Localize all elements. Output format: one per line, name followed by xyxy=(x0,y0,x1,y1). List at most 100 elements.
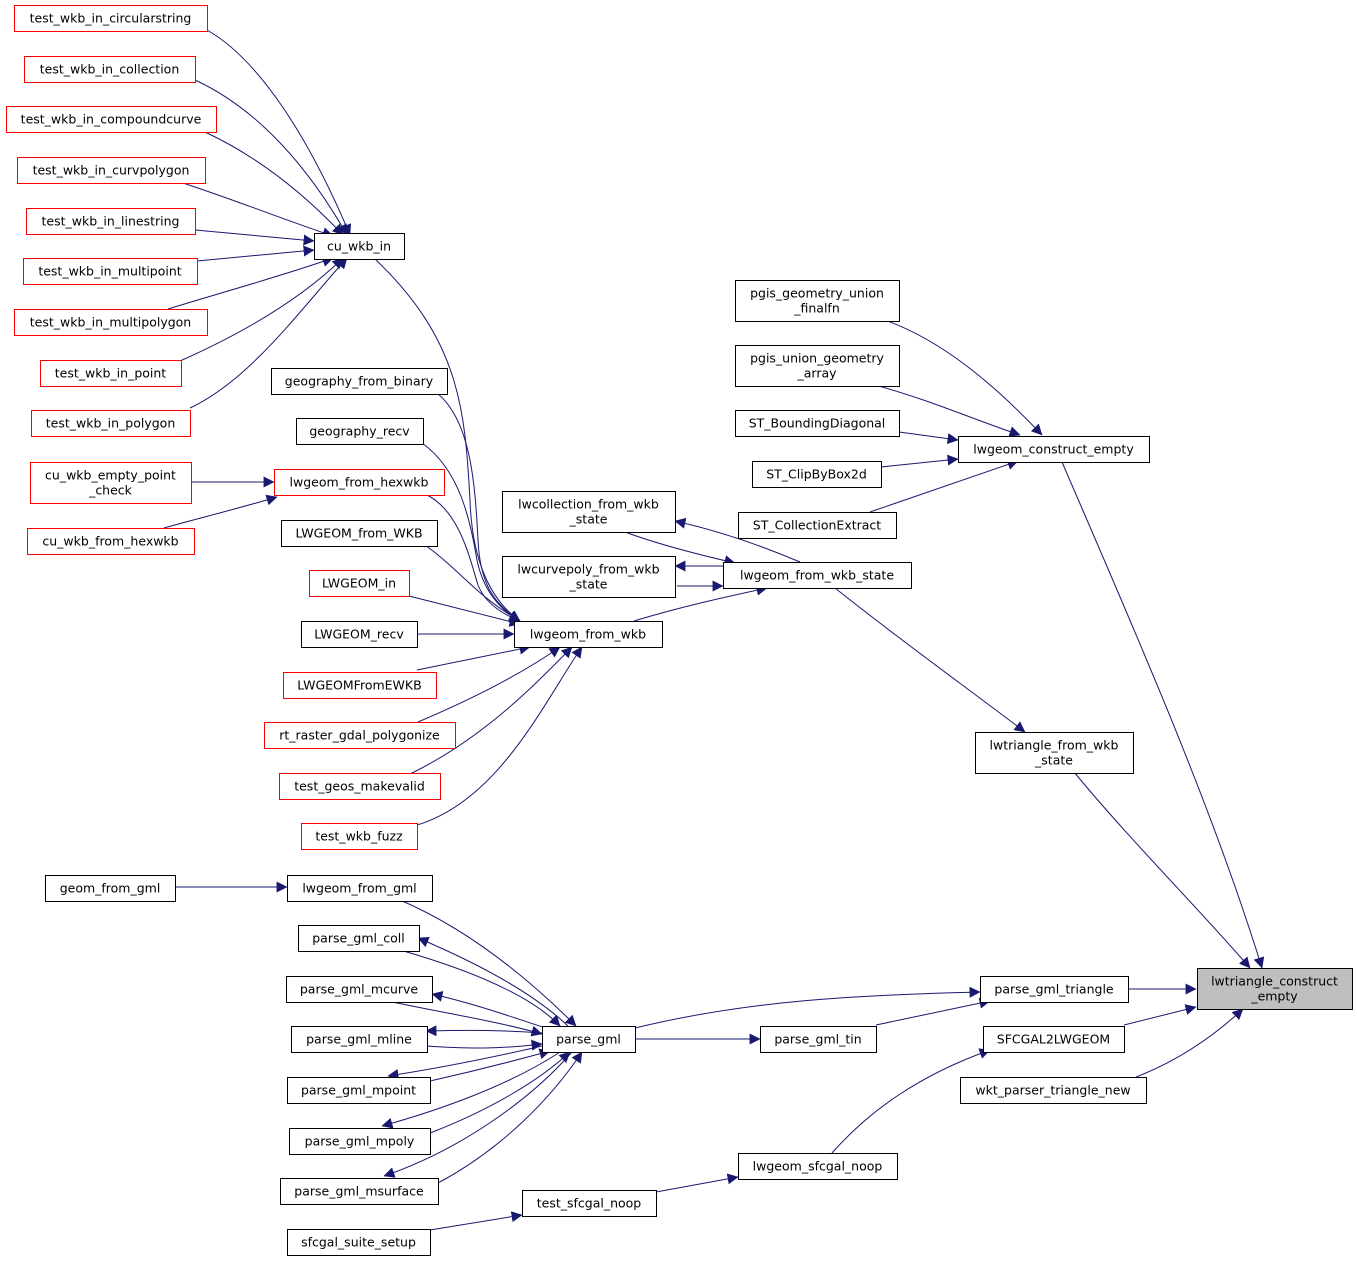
node-wkt-parser-triangle-new[interactable]: wkt_parser_triangle_new xyxy=(960,1077,1147,1104)
node-box xyxy=(522,1190,657,1217)
function-nodes: lwtriangle_construct_empty lwgeom_constru… xyxy=(6,5,1353,1256)
node-test-wkb-in-linestring[interactable]: test_wkb_in_linestring xyxy=(26,208,196,235)
node-label: geography_recv xyxy=(309,424,410,439)
node-pgis-union-geometry-array[interactable]: pgis_union_geometry_array xyxy=(735,345,900,387)
edge-test_wkb_in_polygon xyxy=(189,257,348,409)
node-parse-gml-mpoly[interactable]: parse_gml_mpoly xyxy=(289,1128,431,1155)
node-test-geos-makevalid[interactable]: test_geos_makevalid xyxy=(279,773,441,800)
node-label: lwcollection_from_wkb xyxy=(518,497,659,512)
edge-parse_gml_mline-to-parse_gml xyxy=(425,1039,543,1051)
node-label: lwgeom_from_hexwkb xyxy=(290,475,429,490)
node-lwtriangle-from-wkb-state[interactable]: lwtriangle_from_wkb_state xyxy=(975,732,1134,774)
node-LWGEOM-from-WKB[interactable]: LWGEOM_from_WKB xyxy=(281,520,438,547)
node-lwcollection-from-wkb-state[interactable]: lwcollection_from_wkb_state xyxy=(502,491,676,533)
node-SFCGAL2LWGEOM[interactable]: SFCGAL2LWGEOM xyxy=(983,1026,1125,1053)
node-box xyxy=(287,1229,431,1256)
node-test-wkb-fuzz[interactable]: test_wkb_fuzz xyxy=(301,823,418,850)
edge-ST_ClipByBox2d xyxy=(880,454,959,468)
node-test-wkb-in-point[interactable]: test_wkb_in_point xyxy=(40,360,182,387)
node-lwgeom-from-gml[interactable]: lwgeom_from_gml xyxy=(287,875,433,902)
node-cu-wkb-empty-point-check[interactable]: cu_wkb_empty_point_check xyxy=(30,462,192,504)
node-label: test_wkb_fuzz xyxy=(315,829,403,844)
node-label: ST_BoundingDiagonal xyxy=(749,416,886,431)
node-parse-gml-mcurve[interactable]: parse_gml_mcurve xyxy=(286,976,433,1003)
node-cu-wkb-from-hexwkb[interactable]: cu_wkb_from_hexwkb xyxy=(27,528,195,555)
node-lwgeom-from-wkb[interactable]: lwgeom_from_wkb xyxy=(514,621,663,648)
node-ST-CollectionExtract[interactable]: ST_CollectionExtract xyxy=(738,512,897,539)
edge-lwtriangle_from_wkb_state-to-target xyxy=(1073,771,1251,969)
edge-LWGEOM_in xyxy=(408,595,521,627)
node-test-wkb-in-polygon[interactable]: test_wkb_in_polygon xyxy=(31,410,191,437)
edge-parse_gml_mpoint-to-parse_gml xyxy=(429,1048,551,1082)
node-lwcurvepoly-from-wkb-state[interactable]: lwcurvepoly_from_wkb_state xyxy=(502,556,676,598)
node-parse-gml-msurface[interactable]: parse_gml_msurface xyxy=(280,1178,439,1205)
node-label: LWGEOM_recv xyxy=(314,627,404,642)
node-parse-gml[interactable]: parse_gml xyxy=(542,1026,636,1053)
node-label: test_geos_makevalid xyxy=(294,779,425,794)
node-pgis-geometry-union-finalfn[interactable]: pgis_geometry_union_finalfn xyxy=(735,280,900,322)
edge-test_wkb_in_curvpolygon xyxy=(179,181,334,238)
node-label: test_wkb_in_point xyxy=(55,366,167,381)
node-parse-gml-mpoint[interactable]: parse_gml_mpoint xyxy=(287,1077,431,1104)
node-box xyxy=(314,233,405,260)
node-test-sfcgal-noop[interactable]: test_sfcgal_noop xyxy=(522,1190,657,1217)
node-test-wkb-in-compoundcurve[interactable]: test_wkb_in_compoundcurve xyxy=(6,106,217,133)
node-box xyxy=(723,562,912,589)
node-parse-gml-triangle[interactable]: parse_gml_triangle xyxy=(980,976,1129,1003)
node-lwgeom-from-wkb-state[interactable]: lwgeom_from_wkb_state xyxy=(723,562,912,589)
node-parse-gml-mline[interactable]: parse_gml_mline xyxy=(291,1026,428,1053)
node-geography-from-binary[interactable]: geography_from_binary xyxy=(271,368,448,395)
node-ST-ClipByBox2d[interactable]: ST_ClipByBox2d xyxy=(752,461,882,488)
node-label: _check xyxy=(88,483,133,498)
node-sfcgal-suite-setup[interactable]: sfcgal_suite_setup xyxy=(287,1229,431,1256)
edge-test_wkb_in_multipoint xyxy=(196,245,315,262)
node-box xyxy=(287,1077,431,1104)
node-test-wkb-in-multipolygon[interactable]: test_wkb_in_multipolygon xyxy=(14,309,208,336)
node-LWGEOM-recv[interactable]: LWGEOM_recv xyxy=(301,621,418,648)
node-test-wkb-in-circularstring[interactable]: test_wkb_in_circularstring xyxy=(14,5,208,32)
node-label: parse_gml_coll xyxy=(312,931,405,946)
node-label: lwgeom_construct_empty xyxy=(973,442,1134,457)
node-geom-from-gml[interactable]: geom_from_gml xyxy=(45,875,176,902)
edge-test_wkb_in_linestring xyxy=(194,229,315,246)
edge-SFCGAL2LWGEOM-to-target xyxy=(1123,1004,1197,1026)
edge-geography_from_binary xyxy=(436,392,521,622)
node-label: parse_gml_mpoint xyxy=(301,1083,416,1098)
node-label: parse_gml xyxy=(556,1032,621,1047)
edge-parse_gml_tin-to-parse_gml_triangle xyxy=(875,997,991,1026)
node-box xyxy=(1197,968,1353,1010)
node-parse-gml-coll[interactable]: parse_gml_coll xyxy=(298,925,420,952)
node-LWGEOMFromEWKB[interactable]: LWGEOMFromEWKB xyxy=(283,672,437,699)
node-test-wkb-in-multipoint[interactable]: test_wkb_in_multipoint xyxy=(23,258,198,285)
node-label: _finalfn xyxy=(793,301,840,316)
edge-pgis_geometry_union_finalfn xyxy=(884,319,1043,436)
node-test-wkb-in-curvpolygon[interactable]: test_wkb_in_curvpolygon xyxy=(17,157,206,184)
node-label: parse_gml_triangle xyxy=(994,982,1114,997)
node-test-wkb-in-collection[interactable]: test_wkb_in_collection xyxy=(24,56,196,83)
node-label: _array xyxy=(796,366,837,381)
node-label: LWGEOMFromEWKB xyxy=(297,678,421,693)
node-box xyxy=(958,436,1150,463)
node-box xyxy=(31,410,191,437)
node-label: test_wkb_in_circularstring xyxy=(30,11,192,26)
node-ST-BoundingDiagonal[interactable]: ST_BoundingDiagonal xyxy=(735,410,900,437)
node-box xyxy=(738,1153,898,1180)
node-lwgeom-sfcgal-noop[interactable]: lwgeom_sfcgal_noop xyxy=(738,1153,898,1180)
node-geography-recv[interactable]: geography_recv xyxy=(296,418,424,445)
node-lwgeom-construct-empty[interactable]: lwgeom_construct_empty xyxy=(958,436,1150,463)
node-rt-raster-gdal-polygonize[interactable]: rt_raster_gdal_polygonize xyxy=(264,722,456,749)
node-label: cu_wkb_empty_point xyxy=(45,468,176,483)
edge-lwgeom_from_wkb_state-to-lwtriangle xyxy=(834,587,1026,733)
node-box xyxy=(280,1178,439,1205)
edge-test_wkb_in_collection xyxy=(194,79,348,236)
node-target[interactable]: lwtriangle_construct_empty xyxy=(1197,968,1353,1010)
edge-parse_gml-to-parse_gml_mpoly xyxy=(381,1051,561,1129)
node-box xyxy=(735,345,900,387)
node-lwgeom-from-hexwkb[interactable]: lwgeom_from_hexwkb xyxy=(274,469,445,496)
node-cu-wkb-in[interactable]: cu_wkb_in xyxy=(314,233,405,260)
node-parse-gml-tin[interactable]: parse_gml_tin xyxy=(760,1026,877,1053)
edge-ST_BoundingDiagonal xyxy=(898,431,959,445)
edge-parse_gml-to-parse_gml_coll xyxy=(417,937,569,1027)
node-LWGEOM-in[interactable]: LWGEOM_in xyxy=(309,570,410,597)
